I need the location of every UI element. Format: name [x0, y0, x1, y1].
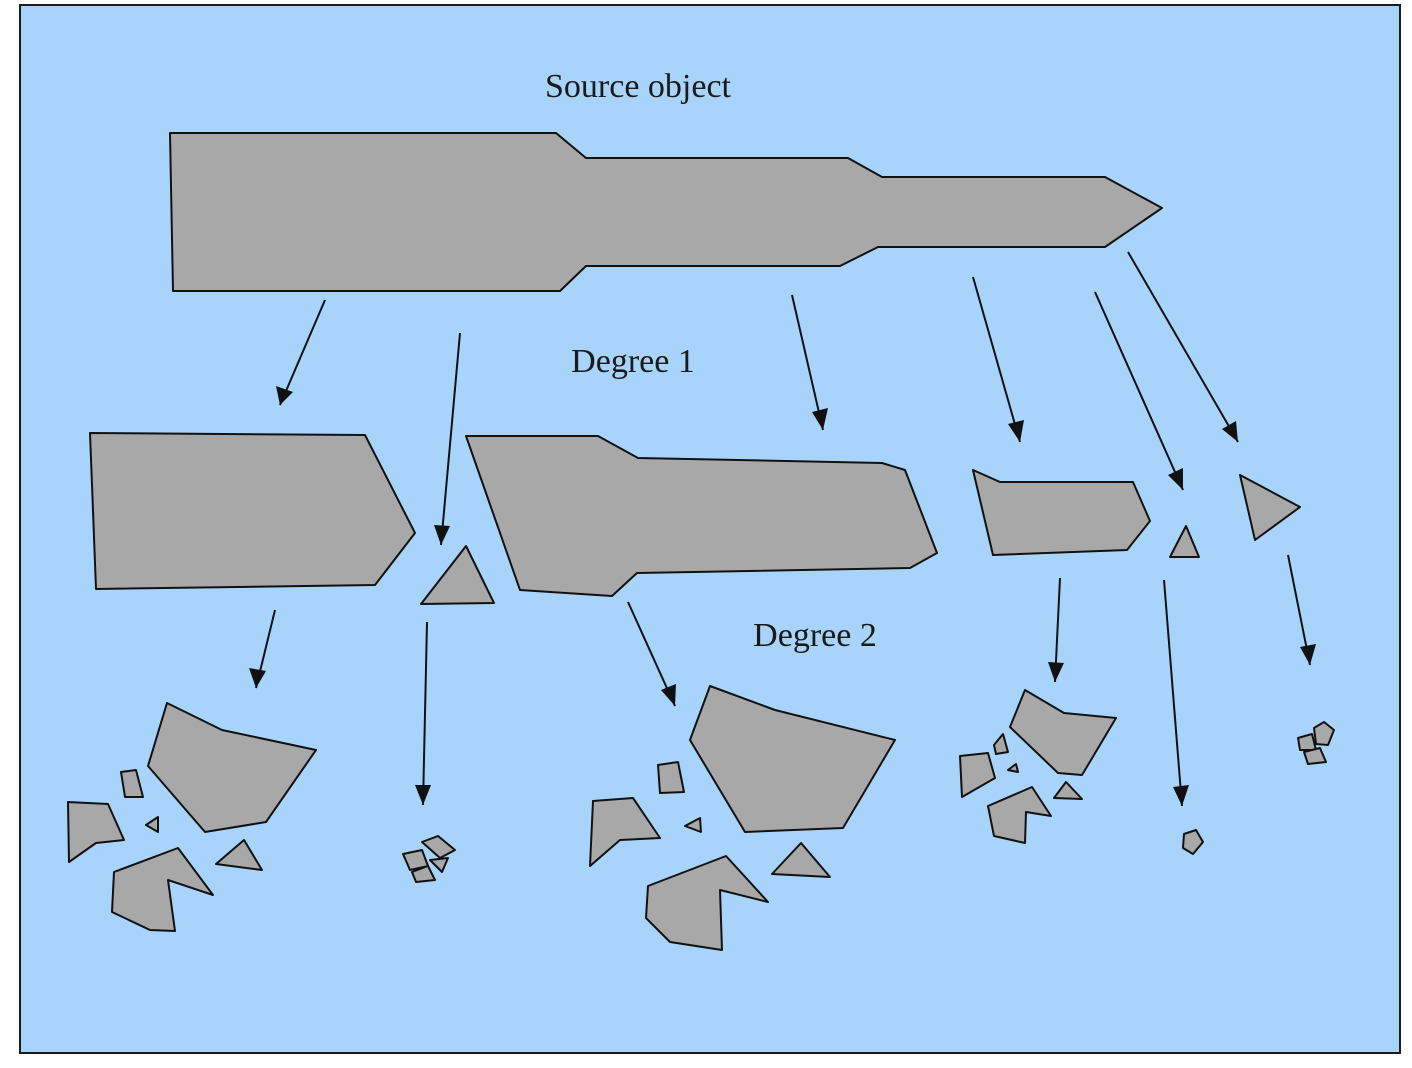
arrows-source-to-degree1 — [276, 251, 1239, 546]
arrowhead — [415, 785, 431, 805]
degree1-fragment — [1169, 525, 1200, 558]
arrow — [422, 621, 428, 806]
arrowhead — [1222, 421, 1238, 442]
degree2-fragment — [959, 752, 996, 798]
degree2-debris — [1182, 829, 1204, 855]
degree2-fragment — [1303, 747, 1327, 765]
arrow — [1163, 579, 1183, 807]
source-object-shape — [169, 132, 1163, 292]
arrow — [1094, 291, 1184, 491]
arrowhead — [812, 408, 828, 430]
degree2-fragment — [993, 733, 1009, 755]
label-degree-2: Degree 2 — [753, 617, 877, 654]
degree2-fragment — [1053, 781, 1083, 800]
degree1-fragment — [420, 545, 495, 605]
degree2-debris — [402, 835, 456, 883]
degree1-fragment — [89, 432, 416, 590]
degree2-cluster — [959, 689, 1117, 844]
degree2-fragment — [1297, 733, 1317, 751]
arrowhead — [1008, 420, 1024, 442]
arrow — [1127, 251, 1239, 443]
degree2-fragment — [411, 865, 436, 883]
degree2-fragment — [771, 842, 831, 878]
arrowhead — [1173, 785, 1189, 806]
degree2-fragment — [147, 702, 317, 833]
degree2-fragment — [1009, 689, 1117, 776]
degree2-fragment — [67, 801, 125, 863]
degree2-fragment — [120, 769, 144, 798]
arrow — [279, 299, 326, 406]
arrowhead — [661, 684, 676, 706]
arrow — [791, 294, 824, 431]
degree2-fragment — [429, 857, 449, 873]
degree1-fragment — [972, 469, 1151, 556]
arrowhead — [1168, 468, 1183, 490]
degree2-fragment — [421, 835, 456, 859]
arrow — [972, 276, 1021, 443]
label-degree-1: Degree 1 — [571, 343, 695, 380]
arrows-degree1-to-degree2 — [249, 554, 1316, 807]
degree1-fragments — [89, 432, 1301, 605]
arrowhead — [434, 525, 450, 545]
arrowhead — [1048, 662, 1064, 682]
arrow — [440, 332, 461, 546]
degree2-fragment — [589, 797, 661, 867]
degree2-fragment — [111, 847, 214, 932]
degree2-fragment — [1313, 721, 1335, 746]
degree2-fragment — [657, 761, 685, 794]
degree1-fragment — [1239, 474, 1301, 541]
degree2-fragment — [987, 786, 1052, 844]
degree2-fragment — [1007, 763, 1019, 773]
degree2-fragment — [689, 685, 896, 833]
arrowhead — [276, 386, 293, 405]
degree2-cluster — [67, 702, 317, 932]
degree1-fragment — [465, 435, 938, 597]
degree2-cluster — [589, 685, 896, 951]
degree2-debris — [1297, 721, 1335, 765]
degree2-fragment — [1182, 829, 1204, 855]
degree2-fragment — [684, 817, 702, 833]
label-source-object: Source object — [545, 68, 732, 105]
degree2-fragment — [145, 816, 159, 833]
arrowhead — [1300, 644, 1316, 665]
degree2-fragment — [215, 839, 263, 871]
degree2-fragment — [645, 855, 769, 951]
arrowhead — [249, 668, 266, 688]
